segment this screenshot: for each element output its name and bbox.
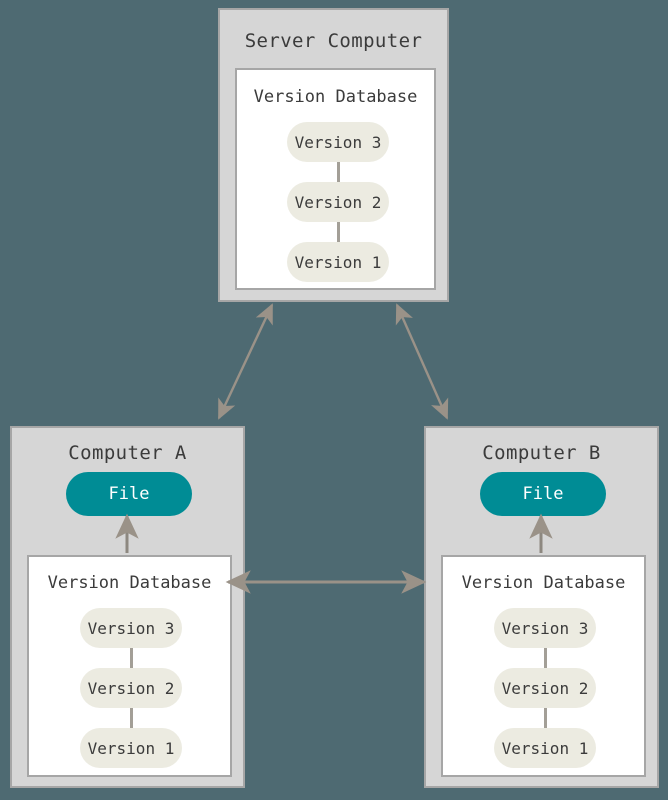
server-computer-title: Server Computer (244, 30, 423, 52)
server-version-pill-2[interactable]: Version 2 (287, 182, 389, 222)
computer-a-version-pill-1[interactable]: Version 1 (80, 728, 182, 768)
computer-a-version-pill-3[interactable]: Version 3 (80, 608, 182, 648)
connector-server-to-computer-a (217, 303, 274, 420)
computer-b-version-link-2-1 (543, 708, 547, 728)
computer-a-title: Computer A (68, 442, 187, 464)
computer-a-version-pill-2[interactable]: Version 2 (80, 668, 182, 708)
computer-b-version-pill-3[interactable]: Version 3 (494, 608, 596, 648)
computer-a-version-database-title: Version Database (47, 573, 212, 593)
server-computer-box[interactable]: Server Computer Version Database Version… (218, 8, 449, 302)
server-version-database-box[interactable]: Version Database Version 3 Version 2 Ver… (235, 68, 436, 290)
computer-b-version-link-3-2 (543, 648, 547, 668)
computer-b-version-database-title: Version Database (461, 573, 626, 593)
computer-b-title: Computer B (482, 442, 601, 464)
computer-a-version-database-box[interactable]: Version Database Version 3 Version 2 Ver… (27, 555, 232, 777)
server-version-link-2-1 (336, 222, 340, 242)
computer-b-file-pill[interactable]: File (480, 472, 606, 516)
server-version-pill-1[interactable]: Version 1 (287, 242, 389, 282)
computer-a-file-pill[interactable]: File (66, 472, 192, 516)
server-version-pill-3[interactable]: Version 3 (287, 122, 389, 162)
computer-b-box[interactable]: Computer B File Version Database Version… (424, 426, 659, 788)
computer-b-version-pill-2[interactable]: Version 2 (494, 668, 596, 708)
computer-a-version-link-2-1 (129, 708, 133, 728)
computer-a-version-link-3-2 (129, 648, 133, 668)
computer-b-version-database-box[interactable]: Version Database Version 3 Version 2 Ver… (441, 555, 646, 777)
server-version-link-3-2 (336, 162, 340, 182)
server-version-database-title: Version Database (253, 87, 418, 107)
computer-b-version-pill-1[interactable]: Version 1 (494, 728, 596, 768)
connector-server-to-computer-b (395, 303, 449, 420)
computer-a-box[interactable]: Computer A File Version Database Version… (10, 426, 245, 788)
